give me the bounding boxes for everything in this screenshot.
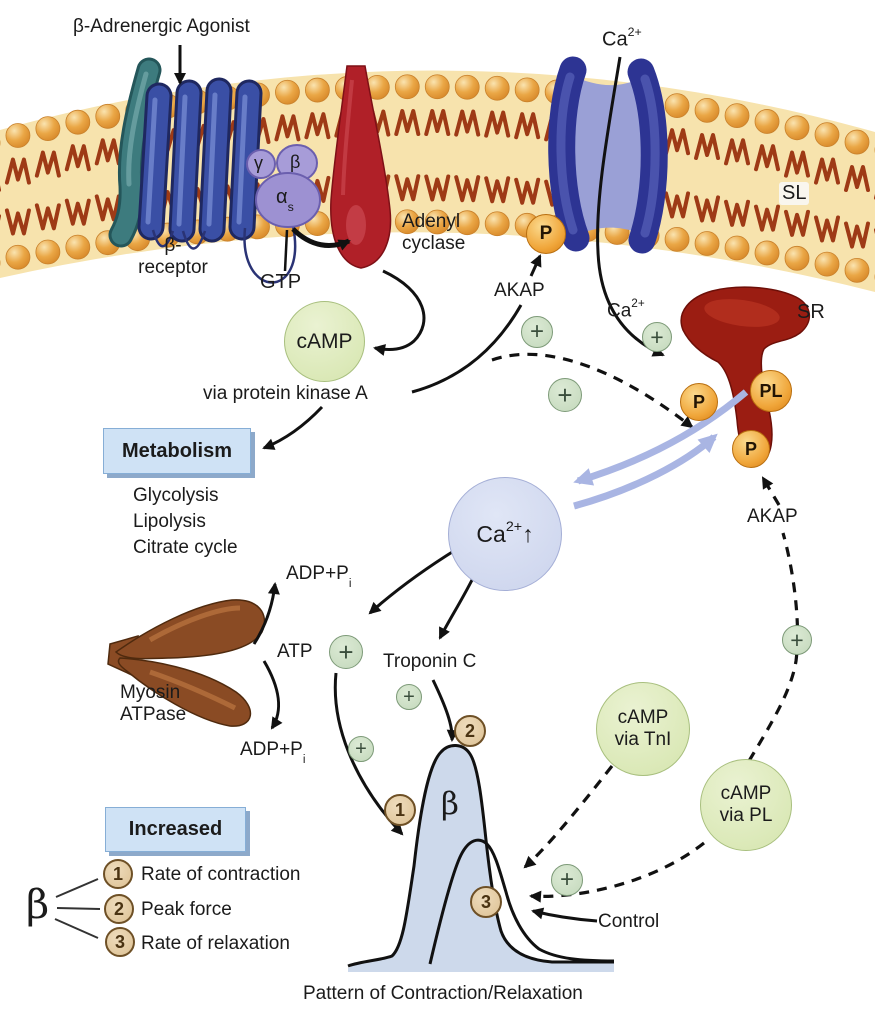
cyclase-to-camp-arrow [373, 269, 426, 356]
legend-2-badge: 2 [104, 894, 134, 924]
marker-3-badge: 3 [470, 886, 502, 918]
myosin-adp-bottom-arrow [262, 660, 283, 730]
troponin-to-peak-arrow [431, 679, 459, 742]
pka-to-sr-dashed [491, 352, 694, 429]
akap-to-p-arrow [529, 254, 542, 277]
g-alpha-s-label: αs [276, 186, 294, 214]
adp-bottom-label: ADP+Pi [240, 739, 306, 766]
metabolism-item-citrate: Citrate cycle [133, 537, 238, 558]
sr-shape [680, 286, 810, 465]
g-gamma-label: γ [254, 153, 263, 173]
g-protein [246, 144, 321, 272]
agonist-label: β-Adrenergic Agonist [73, 16, 250, 37]
plus-badge: + [396, 684, 422, 710]
legend-lines [54, 878, 101, 939]
legend-1-badge: 1 [103, 859, 133, 889]
via-pka-label: via protein kinase A [203, 383, 368, 404]
ca-top-label: Ca2+ [602, 25, 642, 51]
control-curve-line [428, 838, 615, 965]
p-sr-bottom-badge: P [732, 430, 770, 468]
beta-receptor-helices [108, 57, 297, 284]
troponin-label: Troponin C [383, 651, 477, 672]
plus-badge: + [782, 625, 812, 655]
control-label: Control [598, 911, 660, 932]
curve-caption: Pattern of Contraction/Relaxation [303, 983, 583, 1004]
p-sr-left-badge: P [680, 383, 718, 421]
plus-badge: + [551, 864, 583, 896]
metabolism-item-lipolysis: Lipolysis [133, 511, 206, 532]
sl-label: SL [779, 182, 810, 205]
pka-to-akap-curve [411, 304, 523, 394]
marker-2-badge: 2 [454, 715, 486, 747]
atp-label: ATP [277, 641, 313, 662]
metabolism-box: Metabolism [103, 428, 251, 474]
legend-3-label: Rate of relaxation [141, 933, 290, 954]
dashed-arrows [491, 352, 800, 903]
myosin-adp-top-arrow [252, 582, 280, 645]
ca-sr-cycle-arrows [573, 389, 749, 510]
pl-badge: PL [750, 370, 792, 412]
contraction-curve [347, 744, 615, 972]
akap-to-p-dashed [761, 476, 781, 506]
ca-to-troponin-arrow [438, 577, 475, 640]
myosin-shape [107, 599, 266, 727]
pka-to-metabolism-arrow [262, 405, 324, 450]
legend-3-badge: 3 [105, 927, 135, 957]
plus-badge: + [642, 322, 672, 352]
solid-arrows [174, 45, 665, 923]
ca-channel [548, 56, 668, 254]
ca-influx-arrow [596, 56, 665, 357]
camp-node: cAMP [284, 301, 365, 382]
metabolism-item-glycolysis: Glycolysis [133, 485, 219, 506]
control-pointer-arrow [531, 907, 598, 923]
camp-pl-to-akap-dashed [747, 532, 800, 762]
beta-curve-line [347, 744, 614, 968]
legend-2-label: Peak force [141, 899, 232, 920]
akap-top-label: AKAP [494, 280, 545, 301]
sr-label: SR [797, 301, 825, 323]
plus-badge: + [521, 316, 553, 348]
plus-badge: + [329, 635, 363, 669]
p-channel-badge: P [526, 214, 566, 254]
sr-uptake-arrow [573, 433, 718, 510]
marker-1-badge: 1 [384, 794, 416, 826]
beta-receptor-label: β-receptor [138, 235, 208, 278]
adenyl-cyclase-shape [330, 65, 392, 269]
plus-badge: + [548, 378, 582, 412]
plus-badge: + [348, 736, 374, 762]
increased-box: Increased [105, 807, 246, 852]
gprotein-to-cyclase-arrow [291, 227, 351, 251]
legend-beta-label: β [26, 882, 50, 928]
camp-tni-dashed [523, 765, 614, 869]
akap-bottom-label: AKAP [747, 506, 798, 527]
adp-top-label: ADP+Pi [286, 563, 352, 590]
legend-1-label: Rate of contraction [141, 864, 301, 885]
g-beta-label: β [290, 152, 301, 172]
ca-to-atp-arrow [368, 547, 458, 615]
gtp-label: GTP [260, 271, 302, 293]
beta-curve-label: β [441, 786, 459, 822]
ca-mid-label: Ca2+ [607, 297, 645, 322]
camp-pl-dashed [529, 841, 705, 903]
sr-release-arrow [573, 389, 749, 486]
ca-rise-node: Ca2+↑ [448, 477, 562, 591]
